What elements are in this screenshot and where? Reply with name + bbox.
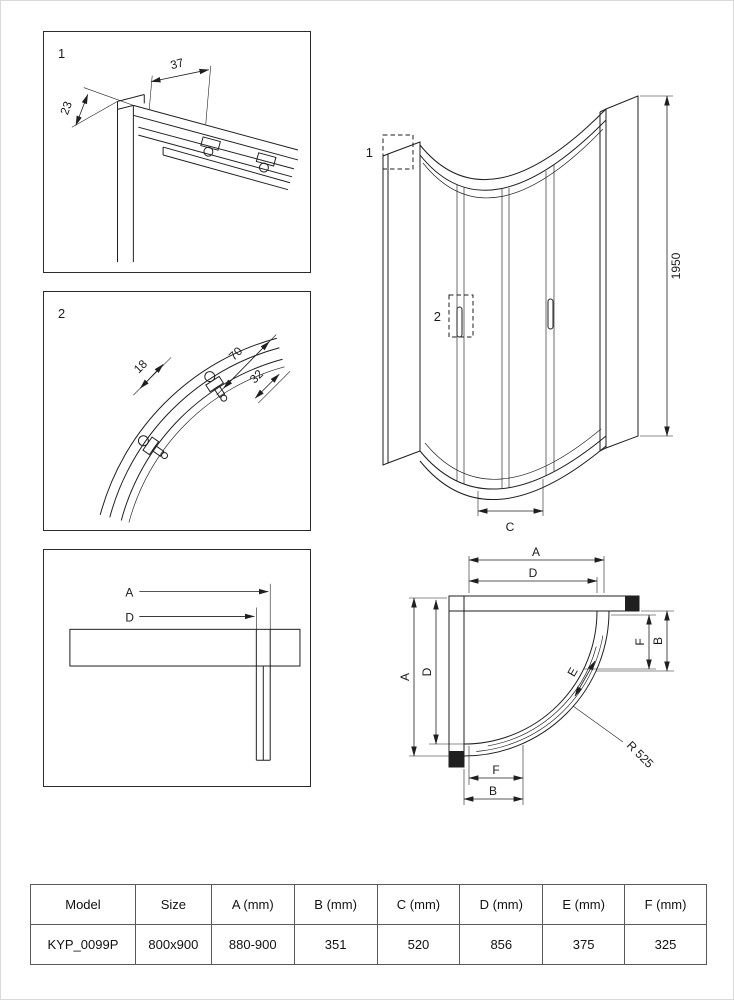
- col-header-b: B (mm): [293, 884, 378, 925]
- dim-label-b-right: B: [651, 637, 665, 645]
- col-header-d: D (mm): [459, 884, 544, 925]
- detail-1-box: 1 37 23: [43, 31, 311, 273]
- dim-label-23: 23: [57, 99, 75, 117]
- detail-2-callout-box: [448, 294, 474, 338]
- col-header-e: E (mm): [542, 884, 626, 925]
- isometric-drawing: 1 2 1950 C: [366, 95, 683, 534]
- detail-2-label: 2: [58, 306, 65, 321]
- detail-3-drawing: A D: [69, 583, 301, 761]
- cell-a: 880-900: [210, 924, 295, 965]
- isometric-view: 1 2 1950 C: [353, 79, 698, 549]
- plan-view: A D A D B F E R 525: [379, 543, 709, 835]
- detail-1-dimensions: 37 23: [57, 55, 212, 128]
- dim-label-c: C: [506, 520, 515, 534]
- dim-label-b-bottom: B: [489, 784, 497, 798]
- cell-f: 325: [624, 924, 707, 965]
- col-header-size: Size: [134, 884, 212, 925]
- wall-profile-section: [625, 596, 639, 611]
- col-header-f: F (mm): [624, 884, 707, 925]
- dim-label-height-1950: 1950: [669, 252, 683, 279]
- spec-table-header-row: Model Size A (mm) B (mm) C (mm) D (mm) E…: [30, 884, 707, 925]
- dim-label-32: 32: [247, 367, 267, 387]
- dim-label-e: E: [564, 665, 580, 679]
- enclosure-body: [382, 95, 639, 500]
- spec-table-row: KYP_0099P 800x900 880-900 351 520 856 37…: [30, 924, 707, 965]
- plan-drawing: A D A D B F E R 525: [398, 545, 674, 805]
- cell-model: KYP_0099P: [30, 924, 136, 965]
- detail-1-callout-box: [382, 134, 414, 170]
- detail-2-callout-label: 2: [434, 309, 441, 324]
- cell-size: 800x900: [134, 924, 212, 965]
- detail-3-profile-lines: [69, 628, 301, 761]
- col-header-a: A (mm): [210, 884, 295, 925]
- wall-profile-section: [449, 751, 464, 767]
- cell-e: 375: [542, 924, 626, 965]
- dim-label-a-left: A: [398, 673, 412, 681]
- detail-1-label: 1: [58, 46, 65, 61]
- dim-label-f-bottom: F: [492, 763, 499, 777]
- col-header-model: Model: [30, 884, 136, 925]
- dim-label-a: A: [125, 586, 133, 600]
- plan-dimensions: A D A D B F E R 525: [398, 545, 674, 805]
- col-header-c: C (mm): [376, 884, 461, 925]
- cell-b: 351: [293, 924, 378, 965]
- dim-label-d-left: D: [420, 667, 434, 676]
- door-handle: [547, 298, 554, 330]
- dim-label-d-top: D: [529, 566, 538, 580]
- iso-annotations: 1 2 1950 C: [366, 95, 683, 534]
- roller-assembly: [204, 371, 228, 402]
- detail-3-dimensions: A D: [125, 583, 271, 630]
- detail-1-callout-label: 1: [366, 145, 373, 160]
- roller-assembly: [137, 435, 169, 460]
- plan-body: [448, 595, 640, 768]
- dim-label-d: D: [125, 610, 134, 624]
- door-handle: [456, 306, 463, 338]
- cell-d: 856: [459, 924, 544, 965]
- dim-label-f-right: F: [633, 638, 647, 645]
- dim-label-radius: R 525: [624, 738, 657, 771]
- spec-table: Model Size A (mm) B (mm) C (mm) D (mm) E…: [30, 884, 707, 965]
- dim-label-a-top: A: [532, 545, 540, 559]
- cell-c: 520: [376, 924, 461, 965]
- dim-label-18: 18: [131, 357, 151, 377]
- dim-label-37: 37: [169, 55, 186, 72]
- detail-2-box: 2: [43, 291, 311, 531]
- detail-3-box: A D: [43, 549, 311, 787]
- detail-1-profile-lines: [117, 93, 299, 263]
- detail-2-drawing: 2: [58, 306, 291, 523]
- detail-1-drawing: 1 37 23: [57, 46, 299, 263]
- detail-2-rail-arcs: [99, 337, 285, 523]
